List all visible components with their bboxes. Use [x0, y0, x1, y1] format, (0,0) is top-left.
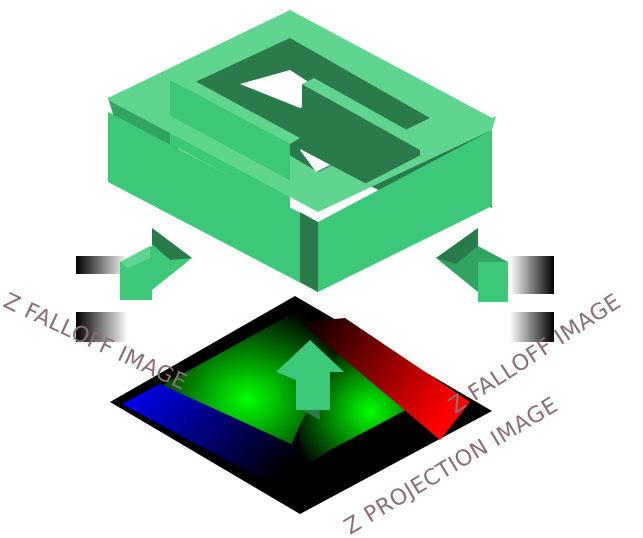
box-front-left-wall — [108, 112, 318, 292]
box-inner-partition-left-top — [170, 74, 300, 144]
right-arrow — [436, 228, 508, 302]
box-front-right-wall-top — [318, 116, 496, 212]
projection-plate — [110, 296, 492, 514]
box-front-right-wall — [318, 130, 492, 292]
red-channel-region — [300, 318, 470, 440]
left-arrow — [120, 228, 192, 300]
blue-channel-region — [122, 384, 300, 500]
isometric-frame-box — [108, 10, 496, 292]
green-channel-lower — [300, 340, 440, 470]
box-inner-partition-right — [302, 84, 420, 212]
box-inner-partition-right-top — [302, 78, 432, 150]
box-front-left-wall-top — [108, 92, 330, 212]
center-up-arrow — [276, 340, 344, 410]
right-falloff-strip — [510, 256, 554, 342]
right-falloff-label: Z FALLOFF IMAGE — [445, 289, 626, 419]
box-corner-edge — [300, 212, 318, 292]
left-falloff-strip — [76, 256, 128, 342]
left-falloff-label: Z FALLOFF IMAGE — [0, 289, 191, 396]
green-channel-region — [150, 312, 345, 470]
